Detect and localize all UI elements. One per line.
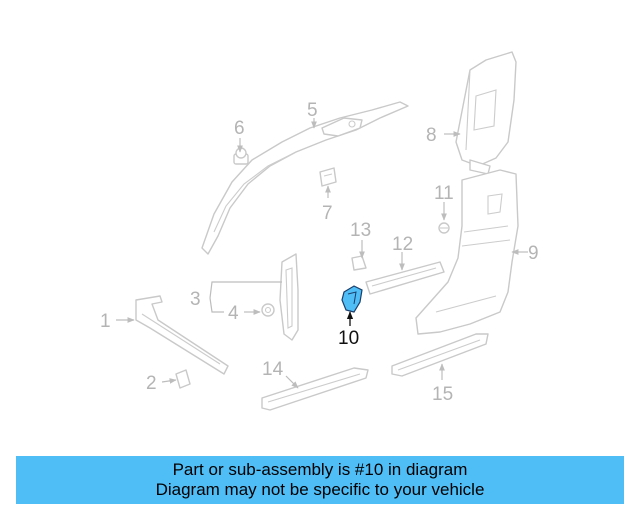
banner-line-1: Part or sub-assembly is #10 in diagram [172,460,468,479]
callout-13: 13 [350,220,371,241]
trim-clip[interactable] [319,167,337,187]
retainer-clip[interactable] [438,222,450,234]
highlighted-part-10[interactable] [341,285,363,313]
callout-15: 15 [432,384,453,405]
scuff-plate[interactable] [135,295,229,375]
callout-11: 11 [434,183,454,204]
callout-3: 3 [190,289,201,310]
grommet[interactable] [261,303,275,317]
pillar-clip[interactable] [233,147,249,165]
callout-8: 8 [426,125,437,146]
info-banner: Part or sub-assembly is #10 in diagram D… [16,456,624,504]
sill-plate-front[interactable] [261,367,369,411]
callout-6: 6 [234,118,245,139]
strip-clip[interactable] [351,255,367,271]
callout-1: 1 [100,311,111,332]
callout-5: 5 [307,100,318,121]
sill-plate-rear[interactable] [391,333,489,377]
scuff-clip[interactable] [175,369,191,389]
a-pillar-trim[interactable] [201,101,409,255]
callout-7: 7 [322,203,333,224]
lower-b-pillar-trim[interactable] [415,169,519,335]
callout-14: 14 [262,359,284,380]
callout-9: 9 [528,243,539,264]
upper-b-pillar-trim[interactable] [455,51,517,175]
trim-strip[interactable] [365,261,445,295]
banner-line-2: Diagram may not be specific to your vehi… [155,480,485,499]
callout-2: 2 [146,373,157,394]
callout-12: 12 [392,234,413,255]
lower-pillar-panel[interactable] [279,253,299,341]
callout-4: 4 [228,303,239,324]
callout-10: 10 [338,328,359,349]
